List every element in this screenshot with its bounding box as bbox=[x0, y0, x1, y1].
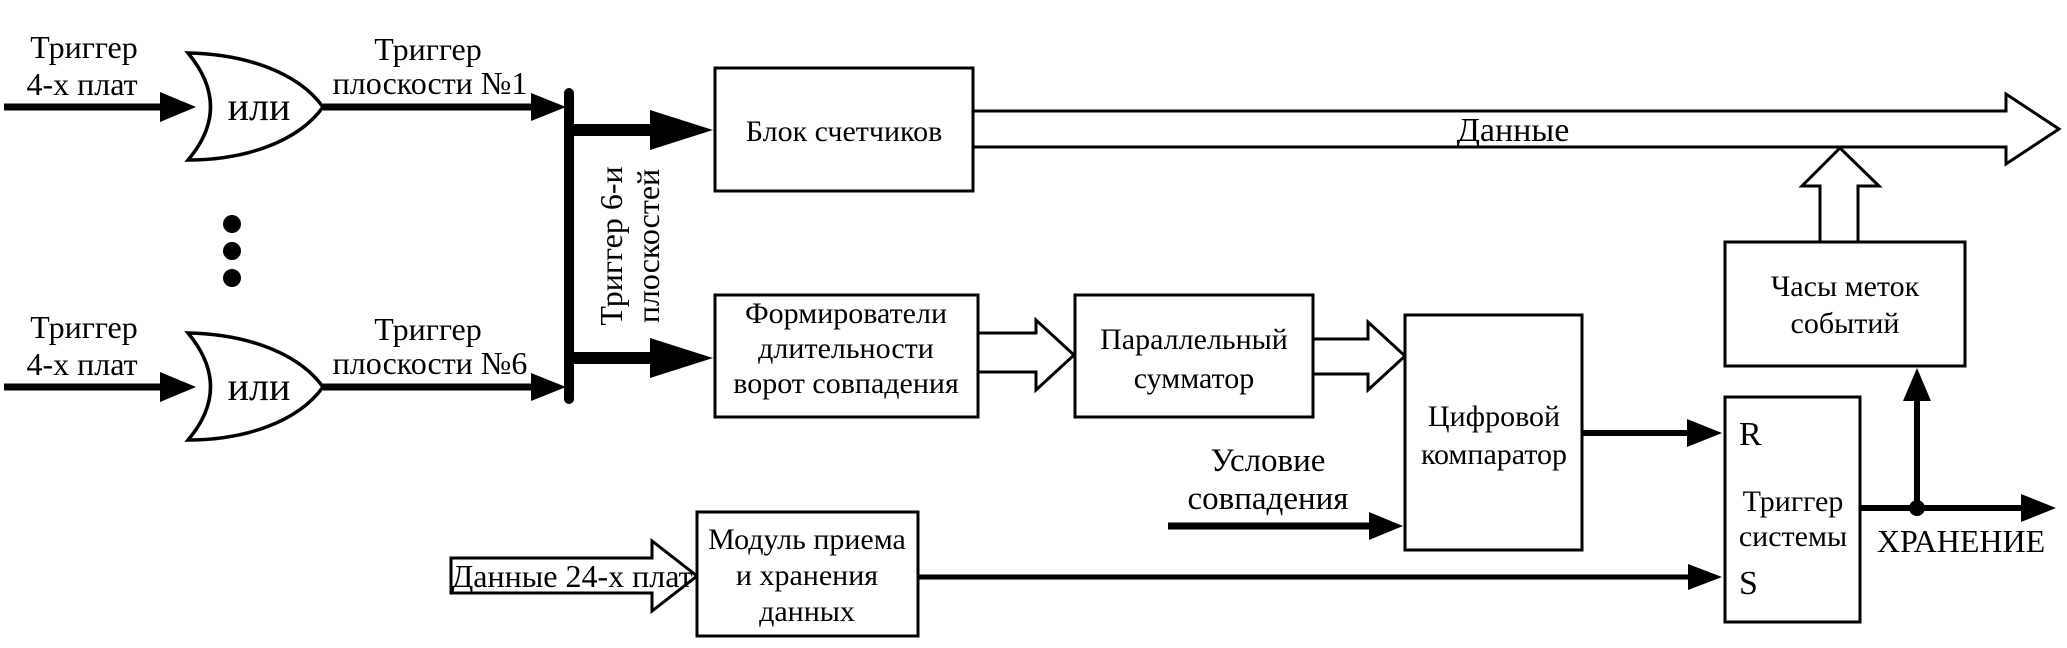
plane-trigger-top: Триггер плоскости №1 bbox=[323, 31, 566, 121]
plane-top-label-line1: Триггер bbox=[374, 31, 481, 67]
coincidence-label-line1: Условие bbox=[1211, 443, 1326, 479]
plane-trigger-bottom: Триггер плоскости №6 bbox=[323, 311, 566, 401]
module-to-s bbox=[918, 564, 1722, 590]
input-bottom-arrowhead bbox=[160, 372, 196, 402]
plane-top-label-line2: плоскости №1 bbox=[333, 65, 528, 101]
comparator-label-line1: Цифровой bbox=[1428, 400, 1560, 433]
coincidence-label-line2: совпадения bbox=[1188, 481, 1349, 517]
data-band: Данные bbox=[971, 91, 2062, 167]
or-gate-top-shape bbox=[184, 51, 326, 162]
adder-box bbox=[1073, 293, 1315, 419]
trigger-to-clock-arrowhead bbox=[1903, 368, 1931, 401]
clock-box bbox=[1723, 240, 1967, 368]
storage-module-box bbox=[695, 510, 920, 638]
or-gate-bottom: или bbox=[184, 331, 326, 442]
data-hollow-arrow bbox=[971, 91, 2062, 167]
data24-hollow-arrow bbox=[449, 537, 700, 615]
event-clock-block: Часы меток событий bbox=[1723, 145, 1967, 368]
module-to-s-arrowhead bbox=[1688, 564, 1722, 590]
coincidence-input: Условие совпадения bbox=[1168, 443, 1403, 540]
or-gate-bottom-shape bbox=[184, 331, 326, 442]
bus-to-formers-arrowhead bbox=[650, 338, 713, 378]
dot bbox=[223, 215, 241, 233]
ellipsis-dots bbox=[223, 215, 241, 287]
s-input-label: S bbox=[1739, 565, 1758, 602]
storage-label: ХРАНЕНИЕ bbox=[1877, 523, 2045, 559]
trigger-input-top: Триггер 4-х плат bbox=[4, 29, 196, 122]
system-trigger-label-line2: системы bbox=[1739, 520, 1847, 553]
module-label-line3: данных bbox=[759, 595, 855, 628]
counters-label: Блок счетчиков bbox=[746, 115, 942, 148]
comparator-to-r bbox=[1582, 419, 1722, 447]
trigger-bus: Триггер 6-и плоскостей bbox=[564, 88, 713, 404]
input-top-arrowhead bbox=[160, 92, 196, 122]
bus-label-line1: Триггер 6-и bbox=[593, 166, 629, 325]
storage-arrowhead bbox=[2021, 494, 2056, 522]
data-band-label: Данные bbox=[1457, 112, 1570, 149]
comparator-box bbox=[1403, 313, 1584, 552]
formers-to-adder-hollow-arrow bbox=[976, 316, 1077, 394]
input-bottom-label-line1: Триггер bbox=[30, 309, 137, 345]
adder-to-comparator-hollow-arrow bbox=[1311, 318, 1408, 394]
or-gate-bottom-label: или bbox=[228, 364, 291, 409]
r-input-label: R bbox=[1739, 416, 1762, 453]
or-gate-top: или bbox=[184, 51, 326, 162]
data24-label: Данные 24-х плат bbox=[451, 558, 692, 594]
system-trigger-label-line1: Триггер bbox=[1743, 485, 1844, 518]
input-top-label-line2: 4-х плат bbox=[26, 66, 137, 102]
storage-output: ХРАНЕНИЕ bbox=[1860, 368, 2056, 559]
comparator-block: Цифровой компаратор bbox=[1403, 313, 1584, 552]
dot bbox=[223, 242, 241, 260]
input-top-label-line1: Триггер bbox=[30, 29, 137, 65]
trigger-input-bottom: Триггер 4-х плат bbox=[4, 309, 196, 402]
comparator-label-line2: компаратор bbox=[1421, 438, 1567, 471]
formers-label-line3: ворот совпадения bbox=[733, 367, 959, 400]
clock-label-line1: Часы меток bbox=[1771, 270, 1920, 303]
formers-label-line1: Формирователи bbox=[745, 297, 947, 330]
comparator-to-r-arrowhead bbox=[1687, 419, 1722, 447]
or-gate-top-label: или bbox=[228, 84, 291, 129]
system-trigger-block: R Триггер системы S bbox=[1723, 395, 1862, 624]
counters-box bbox=[713, 66, 975, 193]
plane-top-arrowhead bbox=[531, 93, 566, 121]
formers-label-line2: длительности bbox=[758, 332, 934, 365]
module-label-line1: Модуль приема bbox=[708, 523, 906, 556]
storage-module-block: Модуль приема и хранения данных bbox=[695, 510, 920, 638]
coincidence-arrowhead bbox=[1369, 512, 1403, 540]
adder-label-line2: сумматор bbox=[1134, 362, 1255, 395]
adder-label-line1: Параллельный bbox=[1100, 323, 1288, 356]
counters-block: Блок счетчиков bbox=[713, 66, 975, 193]
dot bbox=[223, 269, 241, 287]
clock-to-data-hollow-arrow bbox=[1798, 145, 1883, 244]
input-bottom-label-line2: 4-х плат bbox=[26, 346, 137, 382]
module-label-line2: и хранения bbox=[736, 559, 878, 592]
plane-bottom-label-line1: Триггер bbox=[374, 311, 481, 347]
plane-bottom-label-line2: плоскости №6 bbox=[333, 345, 528, 381]
formers-block: Формирователи длительности ворот совпаде… bbox=[713, 293, 980, 419]
bus-to-counters-arrowhead bbox=[650, 110, 713, 150]
clock-label-line2: событий bbox=[1791, 307, 1900, 340]
plane-bottom-arrowhead bbox=[531, 373, 566, 401]
data24-input: Данные 24-х плат bbox=[449, 537, 700, 615]
bus-label-line2: плоскостей bbox=[630, 169, 666, 323]
adder-block: Параллельный сумматор bbox=[1073, 293, 1315, 419]
